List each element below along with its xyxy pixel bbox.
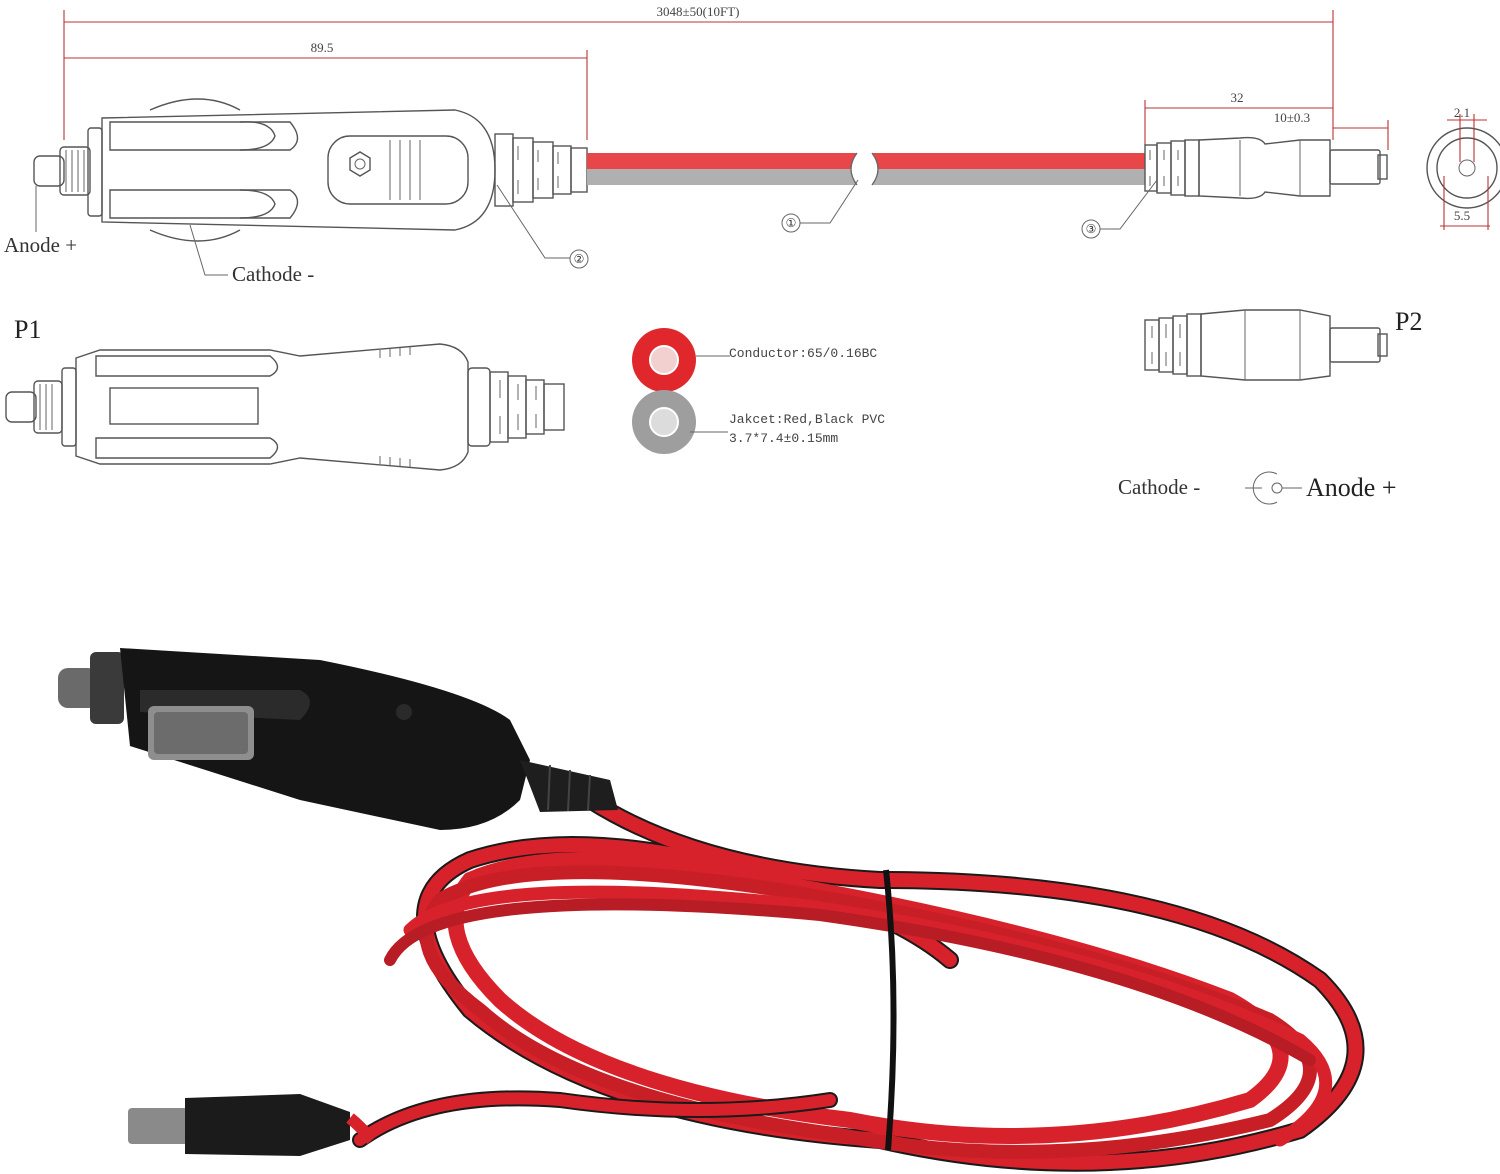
polarity-symbol	[1245, 471, 1302, 505]
callout-2: ②	[496, 184, 589, 269]
dimension-tip: 10±0.3	[1274, 110, 1389, 150]
polarity-cathode-label: Cathode -	[1118, 475, 1200, 499]
dc-end-view: 2.1 5.5	[1426, 105, 1500, 230]
cathode-label: Cathode -	[232, 262, 314, 286]
callout-1: ①	[781, 179, 859, 233]
dimension-overall: 3048±50(10FT)	[63, 4, 1334, 140]
svg-text:②: ②	[574, 252, 585, 266]
jacket-spec: Jakcet:Red,Black PVC	[729, 412, 885, 427]
product-photo	[58, 648, 1365, 1172]
conductor-spec: Conductor:65/0.16BC	[729, 346, 877, 361]
dc-plug-drawing	[1144, 136, 1388, 200]
svg-text:③: ③	[1086, 222, 1097, 236]
cigarette-plug-drawing	[33, 98, 588, 242]
dimension-plug: 89.5	[64, 40, 588, 140]
p1-label: P1	[14, 315, 41, 344]
plug-length-text: 89.5	[311, 40, 334, 55]
barrel-length-text: 32	[1231, 90, 1244, 105]
p2-label: P2	[1395, 307, 1422, 336]
anode-label: Anode +	[4, 233, 77, 257]
polarity-anode-label: Anode +	[1306, 473, 1396, 502]
callout-3: ③	[1081, 179, 1158, 239]
cable-drawing	[587, 152, 1145, 186]
dimension-barrel: 32	[1144, 90, 1333, 145]
inner-diameter-text: 2.1	[1454, 105, 1470, 120]
p1-plug-drawing	[5, 343, 565, 471]
tip-length-text: 10±0.3	[1274, 110, 1310, 125]
overall-length-text: 3048±50(10FT)	[657, 4, 740, 19]
cable-cross-section	[632, 328, 730, 454]
outer-diameter-text: 5.5	[1454, 208, 1470, 223]
p2-plug-drawing	[1144, 309, 1388, 381]
jacket-size-spec: 3.7*7.4±0.15mm	[729, 431, 838, 446]
svg-text:①: ①	[786, 216, 797, 230]
